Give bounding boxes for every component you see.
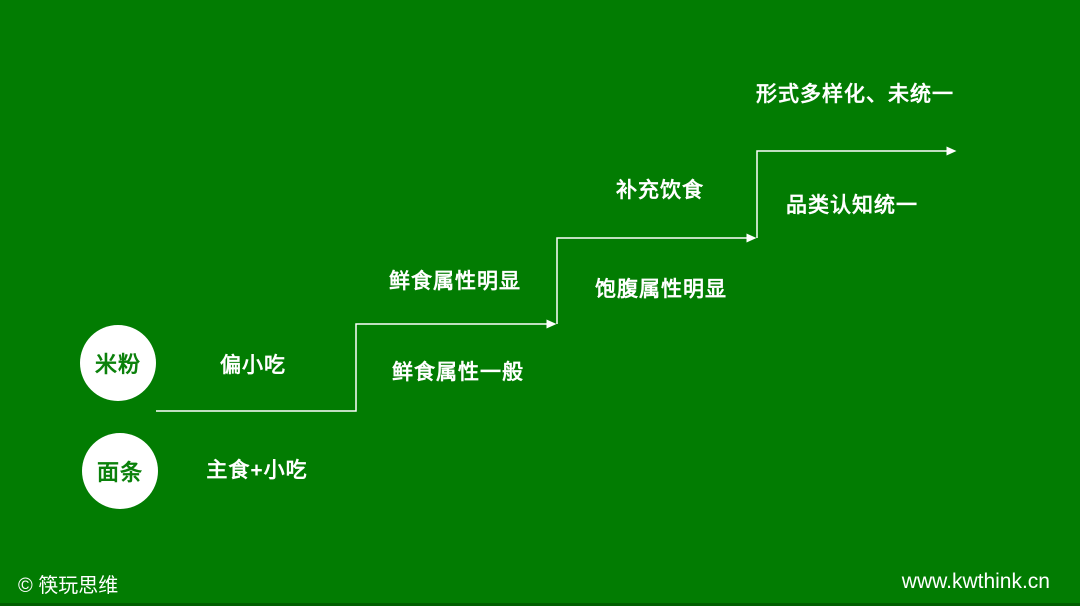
stair-step-3-arrow [756, 146, 957, 238]
category-circle-noodle: 面条 [82, 433, 158, 509]
website-watermark: www.kwthink.cn [901, 570, 1050, 593]
stair-step-1-arrow [156, 319, 557, 412]
label-rice-noodle-attribute: 偏小吃 [220, 354, 286, 377]
label-step1-above: 鲜食属性明显 [389, 270, 521, 293]
label-step2-above: 补充饮食 [616, 179, 704, 202]
label-noodle-attribute: 主食+小吃 [206, 459, 308, 482]
stair-step-2-arrow [556, 233, 757, 324]
bottom-edge-shadow [0, 603, 1080, 606]
label-step2-below: 饱腹属性明显 [595, 278, 727, 301]
label-step1-below: 鲜食属性一般 [392, 361, 524, 384]
label-step3-above: 形式多样化、未统一 [756, 83, 954, 106]
copyright-watermark: © 筷玩思维 [18, 575, 119, 597]
category-label-noodle: 面条 [96, 460, 143, 485]
category-label-rice-noodle: 米粉 [94, 352, 141, 377]
category-circle-rice-noodle: 米粉 [80, 325, 156, 401]
label-step3-below: 品类认知统一 [786, 194, 918, 217]
